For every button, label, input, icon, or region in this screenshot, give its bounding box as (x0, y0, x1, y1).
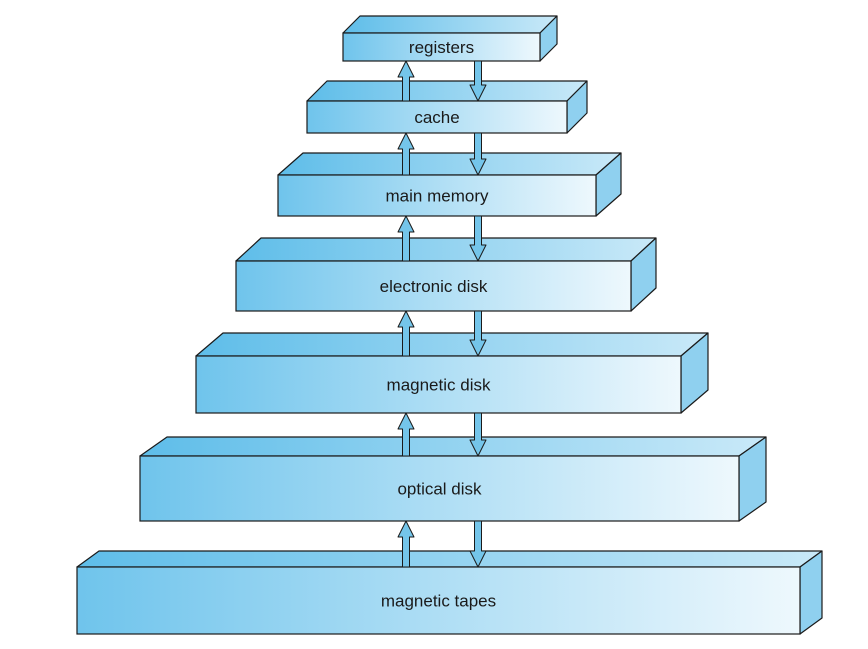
level-electronic-disk: electronic disk (235, 237, 657, 312)
arrow-pair-electronic-disk-to-magnetic-disk (397, 310, 487, 357)
up-arrow-icon (397, 310, 415, 357)
down-arrow-icon (469, 520, 487, 568)
level-front-face (342, 32, 541, 62)
level-label: electronic disk (380, 277, 488, 296)
level-magnetic-disk: magnetic disk (195, 332, 709, 414)
arrow-pair-registers-to-cache (397, 60, 487, 102)
down-arrow-icon (469, 60, 487, 102)
level-label: cache (414, 108, 459, 127)
down-arrow-icon (469, 132, 487, 176)
arrow-pair-cache-to-main-memory (397, 132, 487, 176)
transfer-arrows (397, 60, 487, 568)
level-optical-disk: optical disk (139, 436, 767, 522)
level-top-face (139, 436, 767, 457)
level-front-face (195, 355, 682, 414)
up-arrow-icon (397, 215, 415, 262)
arrow-pair-optical-disk-to-magnetic-tapes (397, 520, 487, 568)
level-front-face (139, 455, 740, 522)
level-label: registers (409, 38, 474, 57)
down-arrow-icon (469, 310, 487, 357)
level-front-face (277, 174, 597, 217)
level-main-memory: main memory (277, 152, 622, 217)
up-arrow-icon (397, 60, 415, 102)
level-top-face (277, 152, 622, 176)
level-front-face (76, 566, 801, 635)
level-label: magnetic tapes (381, 592, 496, 611)
arrow-pair-magnetic-disk-to-optical-disk (397, 412, 487, 457)
memory-levels: registers cache main memory electronic disk… (76, 15, 823, 635)
down-arrow-icon (469, 412, 487, 457)
level-top-face (195, 332, 709, 357)
arrow-pair-main-memory-to-electronic-disk (397, 215, 487, 262)
level-top-face (76, 550, 823, 568)
level-front-face (235, 260, 632, 312)
level-magnetic-tapes: magnetic tapes (76, 550, 823, 635)
up-arrow-icon (397, 412, 415, 457)
up-arrow-icon (397, 520, 415, 568)
level-front-face (306, 100, 568, 134)
level-top-face (235, 237, 657, 262)
level-top-face (342, 15, 558, 34)
level-registers: registers (342, 15, 558, 62)
down-arrow-icon (469, 215, 487, 262)
level-cache: cache (306, 80, 588, 134)
level-label: main memory (386, 187, 489, 206)
up-arrow-icon (397, 132, 415, 176)
level-label: optical disk (397, 480, 482, 499)
level-top-face (306, 80, 588, 102)
level-label: magnetic disk (387, 376, 491, 395)
